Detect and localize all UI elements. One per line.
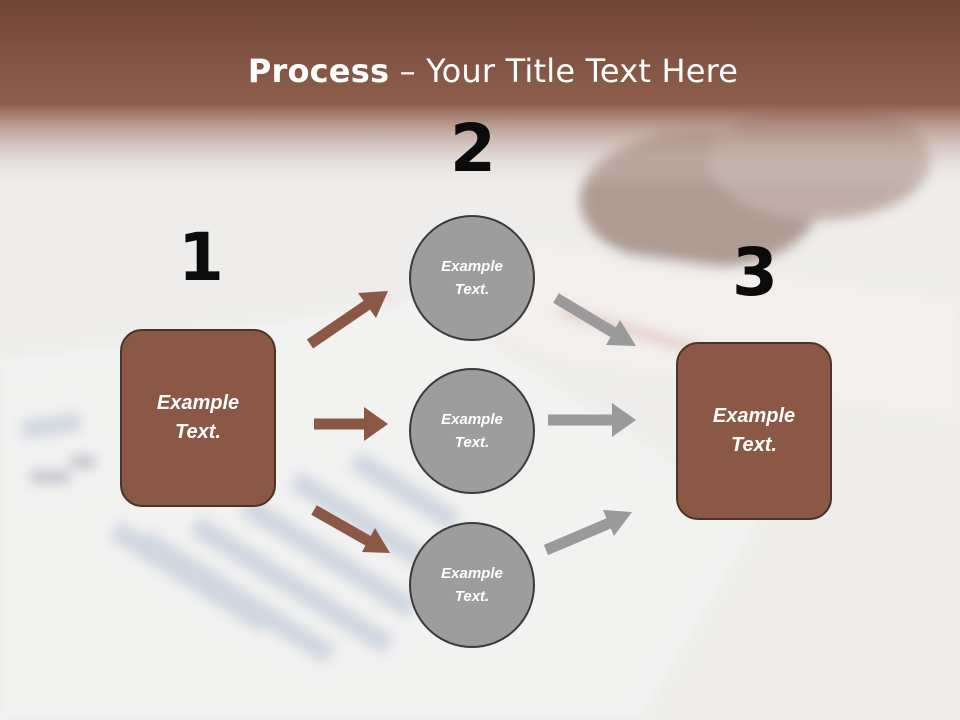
circle-top-line1: Example [441,258,503,275]
step-number-2: 2 [450,110,496,187]
step-3-text-line2: Text. [731,434,777,456]
arrow-bottom-to-3 [543,510,632,556]
arrow-1-to-top [306,291,388,349]
step-number-1: 1 [178,219,224,296]
title-bold: Process [247,52,390,90]
circle-top-line2: Text. [454,281,490,298]
step-1-text-line2: Text. [175,421,221,443]
arrow-1-to-middle [314,407,388,441]
step-2-circle-bottom: Example Text. [409,522,535,648]
step-2-circle-top: Example Text. [409,215,535,341]
arrow-middle-to-3 [548,403,636,437]
circle-bottom-line2: Text. [454,588,490,605]
circle-bottom-line1: Example [441,565,503,582]
arrow-1-to-bottom [311,505,390,553]
title-rest: – Your Title Text Here [389,52,739,90]
arrow-top-to-3 [553,293,636,346]
step-1-box: Example Text. [120,329,276,507]
circle-middle-line1: Example [441,411,503,428]
slide-title: Process – Your Title Text Here [0,52,960,90]
step-1-text-line1: Example [156,392,240,414]
step-number-3: 3 [732,234,778,311]
step-3-text-line1: Example [712,405,796,427]
circle-middle-line2: Text. [454,434,490,451]
step-2-circle-middle: Example Text. [409,368,535,494]
step-3-box: Example Text. [676,342,832,520]
